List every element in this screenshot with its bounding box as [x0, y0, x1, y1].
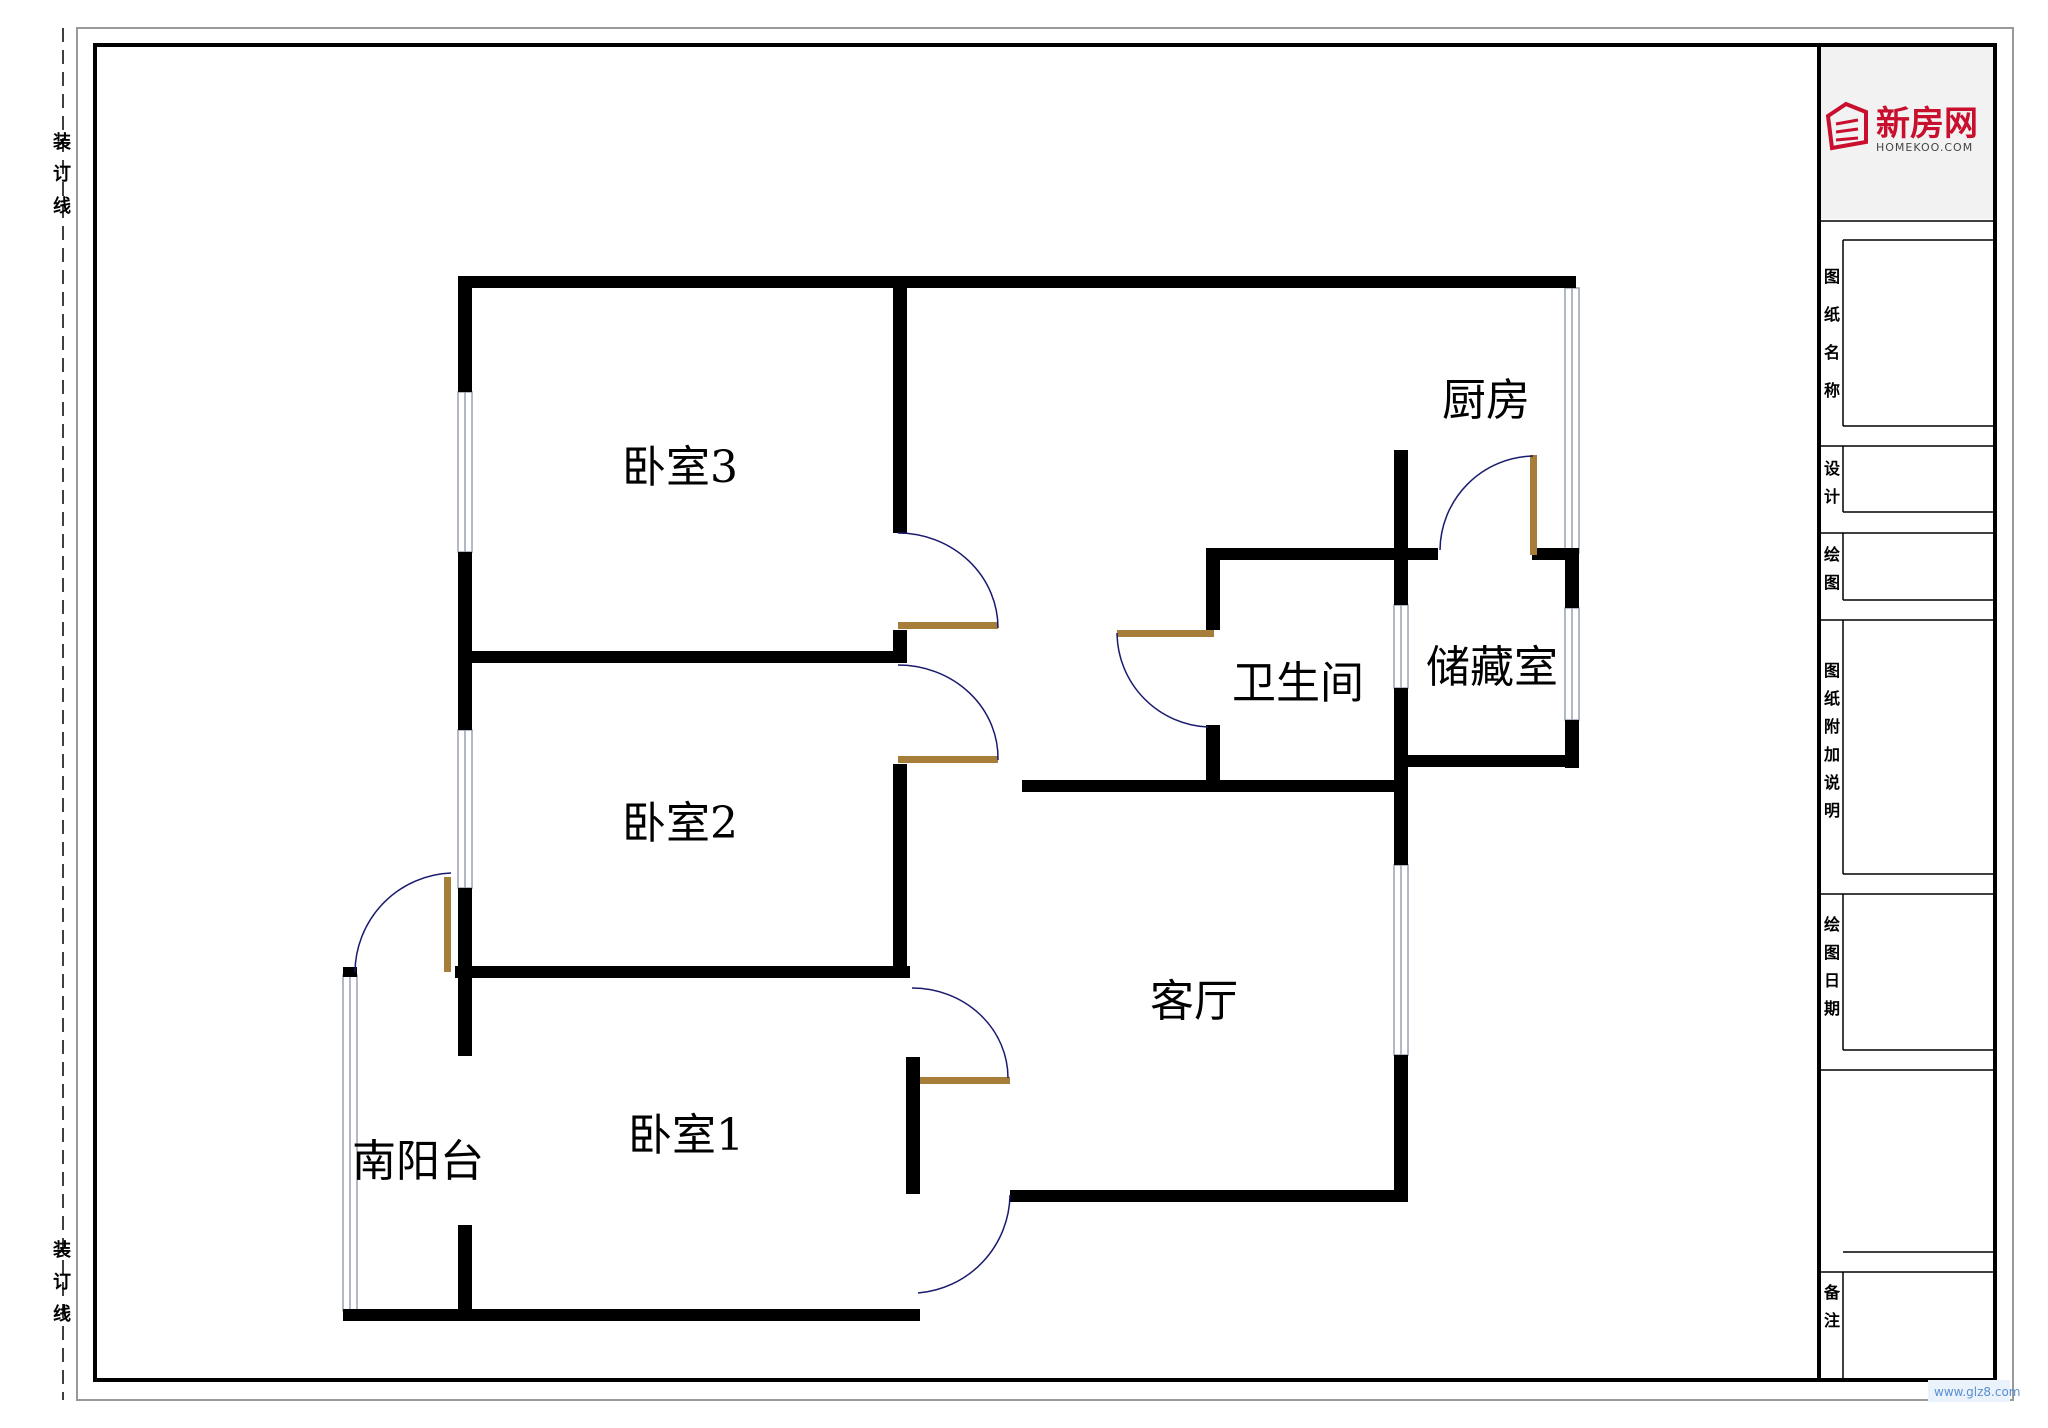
wall — [1565, 548, 1579, 608]
room-label-balcony: 南阳台 — [352, 1136, 484, 1187]
wall — [1022, 780, 1408, 792]
wall — [343, 1309, 920, 1321]
title-block-date: 绘 图 日 期 — [1824, 915, 1840, 1018]
svg-text:绘: 绘 — [1824, 545, 1840, 564]
svg-text:计: 计 — [1824, 487, 1840, 506]
binding-label-top: 装 订 线 — [53, 131, 71, 217]
title-block-drawing: 绘 图 — [1824, 545, 1840, 592]
room-label-bathroom: 卫生间 — [1232, 658, 1364, 709]
svg-text:日: 日 — [1824, 971, 1840, 990]
svg-text:图: 图 — [1824, 573, 1840, 592]
door-swing-arc — [911, 987, 1009, 1079]
title-block-notes: 图 纸 附 加 说 明 — [1823, 661, 1840, 820]
wall — [1408, 755, 1579, 767]
wall — [1394, 688, 1408, 778]
door-leaf — [1117, 630, 1214, 637]
svg-text:图: 图 — [1824, 661, 1840, 680]
svg-text:图: 图 — [1824, 267, 1840, 286]
windows — [342, 287, 1580, 1312]
title-block: 新房网 HOMEKOO.COM 图 纸 — [1817, 45, 1993, 1380]
wall — [1394, 450, 1408, 605]
title-block-remarks: 备 注 — [1823, 1283, 1841, 1330]
binding-char: 装 — [53, 1239, 71, 1261]
door-swing-arc — [1116, 632, 1209, 728]
door-leaf — [898, 756, 998, 763]
logo-text: 新房网 — [1876, 104, 1978, 144]
svg-text:加: 加 — [1823, 745, 1840, 764]
wall — [1408, 548, 1438, 560]
binding-char: 订 — [53, 1272, 71, 1293]
door-swing-arc — [917, 1194, 1011, 1294]
door-leaf — [1530, 455, 1537, 555]
svg-text:注: 注 — [1824, 1311, 1840, 1330]
door-swing-arc — [897, 532, 999, 629]
wall — [343, 967, 357, 977]
outer-border — [76, 27, 2014, 1401]
watermark: www.glz8.com — [1928, 1380, 2020, 1402]
room-label-living: 客厅 — [1150, 976, 1238, 1027]
door-leaf — [444, 877, 451, 972]
wall — [893, 288, 907, 533]
doors — [354, 455, 1537, 1294]
svg-text:名: 名 — [1824, 343, 1840, 362]
door-leaf — [898, 622, 998, 629]
title-block-design: 设 计 — [1824, 459, 1841, 506]
svg-text:绘: 绘 — [1824, 915, 1840, 934]
wall — [893, 764, 907, 974]
door-swing-arc — [1439, 455, 1534, 551]
room-label-bedroom3: 卧室3 — [622, 442, 738, 493]
wall — [1206, 725, 1220, 785]
wall — [458, 1225, 472, 1313]
wall — [472, 651, 907, 663]
wall — [1206, 548, 1220, 630]
room-label-bedroom2: 卧室2 — [622, 798, 738, 849]
binding-char: 线 — [53, 1303, 71, 1325]
title-block-drawing-name: 图 纸 名 称 — [1824, 267, 1840, 400]
binding-char: 线 — [53, 195, 71, 217]
svg-text:明: 明 — [1824, 801, 1840, 820]
svg-text:期: 期 — [1824, 999, 1840, 1018]
svg-text:纸: 纸 — [1824, 305, 1840, 324]
walls — [343, 276, 1579, 1321]
svg-text:说: 说 — [1824, 773, 1840, 792]
wall — [1206, 548, 1406, 560]
wall — [458, 276, 472, 392]
wall — [1010, 1190, 1405, 1202]
door-swing-arc — [354, 872, 452, 973]
svg-text:图: 图 — [1824, 943, 1840, 962]
logo-panel — [1821, 47, 1993, 219]
drawing-frame — [93, 43, 1997, 1382]
room-label-bedroom1: 卧室1 — [628, 1110, 744, 1161]
svg-text:附: 附 — [1824, 717, 1840, 736]
svg-text:备: 备 — [1823, 1283, 1841, 1302]
door-leaf — [920, 1077, 1010, 1084]
wall — [458, 552, 472, 730]
room-label-kitchen: 厨房 — [1442, 375, 1530, 426]
svg-text:称: 称 — [1824, 381, 1840, 400]
wall — [458, 276, 1576, 288]
binding-char: 订 — [53, 164, 71, 185]
room-labels: 卧室3 卧室2 卧室1 厨房 卫生间 储藏室 客厅 南阳台 — [352, 375, 1558, 1187]
door-swing-arc — [897, 664, 999, 761]
binding-label-bottom: 装 订 线 — [53, 1239, 71, 1325]
wall — [1394, 778, 1408, 865]
wall — [455, 966, 910, 978]
room-label-storage: 储藏室 — [1426, 642, 1558, 693]
house-logo-icon — [1825, 101, 1868, 151]
svg-text:纸: 纸 — [1824, 689, 1840, 708]
wall — [906, 1057, 920, 1194]
watermark-text: www.glz8.com — [1934, 1385, 2020, 1399]
svg-text:设: 设 — [1824, 459, 1841, 478]
wall — [1394, 1055, 1408, 1202]
binding-char: 装 — [53, 131, 71, 153]
logo-subtext: HOMEKOO.COM — [1876, 141, 1973, 154]
